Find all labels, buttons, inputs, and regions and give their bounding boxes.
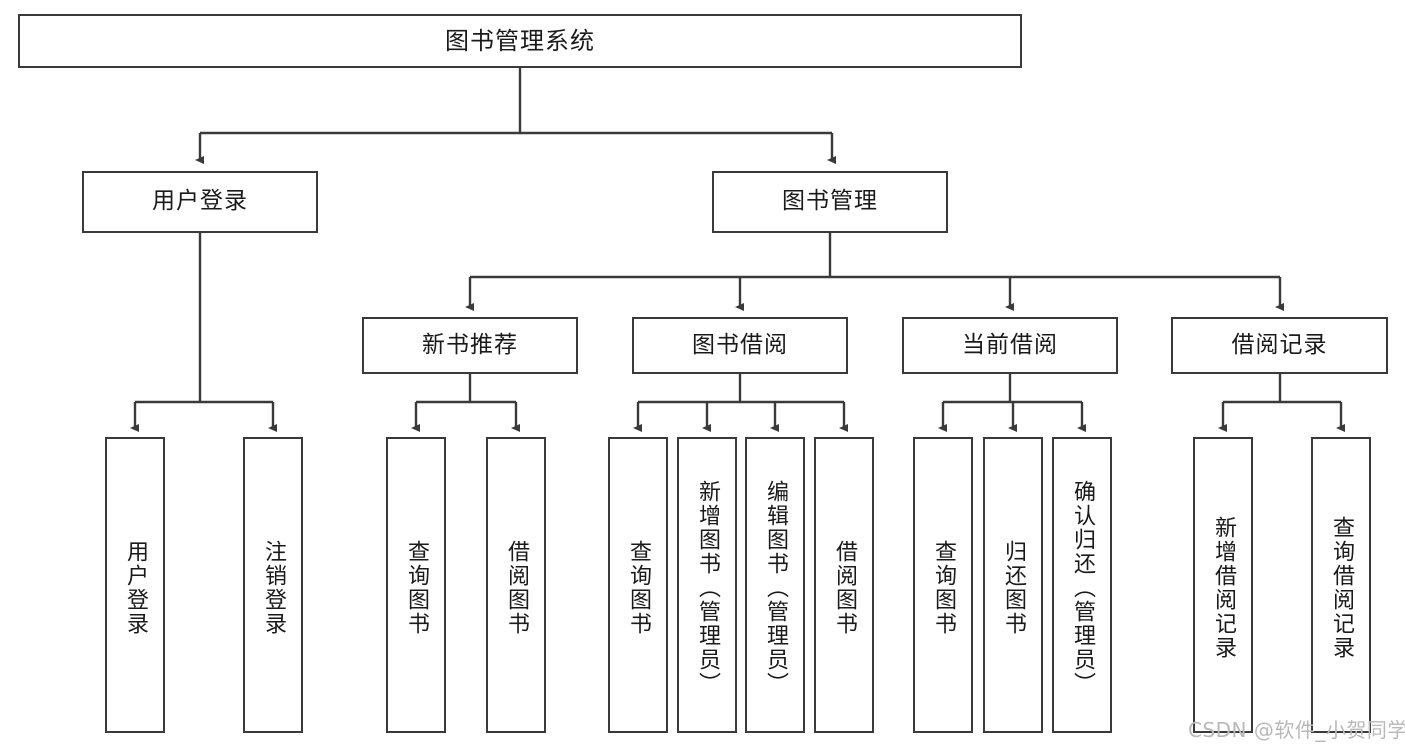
node-label: 新增图书（管理员） — [694, 480, 720, 696]
leaf-borrow-book[interactable]: 借阅图书 — [814, 437, 874, 733]
leaf-query-book-borrow[interactable]: 查询图书 — [608, 437, 668, 733]
leaf-edit-book-admin[interactable]: 编辑图书（管理员） — [745, 437, 805, 733]
node-label: 查询图书 — [403, 540, 429, 636]
csdn-watermark: CSDN @软件_小贺同学 — [1188, 718, 1405, 742]
node-label: 用户登录 — [122, 540, 148, 636]
leaf-add-book-admin[interactable]: 新增图书（管理员） — [677, 437, 737, 733]
node-new-book-recommend[interactable]: 新书推荐 — [362, 317, 578, 374]
node-label: 新增借阅记录 — [1210, 516, 1236, 660]
node-borrow-record[interactable]: 借阅记录 — [1171, 317, 1388, 374]
node-label: 查询图书 — [930, 540, 956, 636]
node-label: 图书借阅 — [692, 331, 788, 358]
node-label: 查询图书 — [625, 540, 651, 636]
node-label: 借阅记录 — [1231, 331, 1328, 358]
node-user-login[interactable]: 用户登录 — [82, 171, 318, 233]
node-label: 借阅图书 — [503, 540, 529, 636]
leaf-user-login[interactable]: 用户登录 — [105, 437, 165, 733]
leaf-query-book-current[interactable]: 查询图书 — [913, 437, 973, 733]
leaf-return-book[interactable]: 归还图书 — [983, 437, 1043, 733]
node-label: 新书推荐 — [422, 331, 518, 358]
node-label: 图书管理系统 — [445, 26, 595, 55]
node-book-borrow[interactable]: 图书借阅 — [632, 317, 848, 374]
leaf-add-borrow-record[interactable]: 新增借阅记录 — [1193, 437, 1253, 733]
leaf-query-borrow-record[interactable]: 查询借阅记录 — [1311, 437, 1371, 733]
node-current-borrow[interactable]: 当前借阅 — [902, 317, 1118, 374]
node-label: 确认归还（管理员） — [1069, 480, 1095, 696]
leaf-query-book-recommend[interactable]: 查询图书 — [386, 437, 446, 733]
node-label: 编辑图书（管理员） — [762, 480, 788, 696]
node-label: 借阅图书 — [831, 540, 857, 636]
node-label: 当前借阅 — [962, 331, 1058, 358]
node-label: 注销登录 — [260, 540, 286, 636]
node-book-management[interactable]: 图书管理 — [712, 171, 948, 233]
node-root-system[interactable]: 图书管理系统 — [18, 14, 1022, 68]
node-label: 图书管理 — [782, 188, 878, 215]
node-label: 用户登录 — [152, 188, 248, 215]
node-label: 查询借阅记录 — [1328, 516, 1354, 660]
leaf-logout[interactable]: 注销登录 — [243, 437, 303, 733]
leaf-borrow-book-recommend[interactable]: 借阅图书 — [486, 437, 546, 733]
leaf-confirm-return-admin[interactable]: 确认归还（管理员） — [1052, 437, 1112, 733]
node-label: 归还图书 — [1000, 540, 1026, 636]
